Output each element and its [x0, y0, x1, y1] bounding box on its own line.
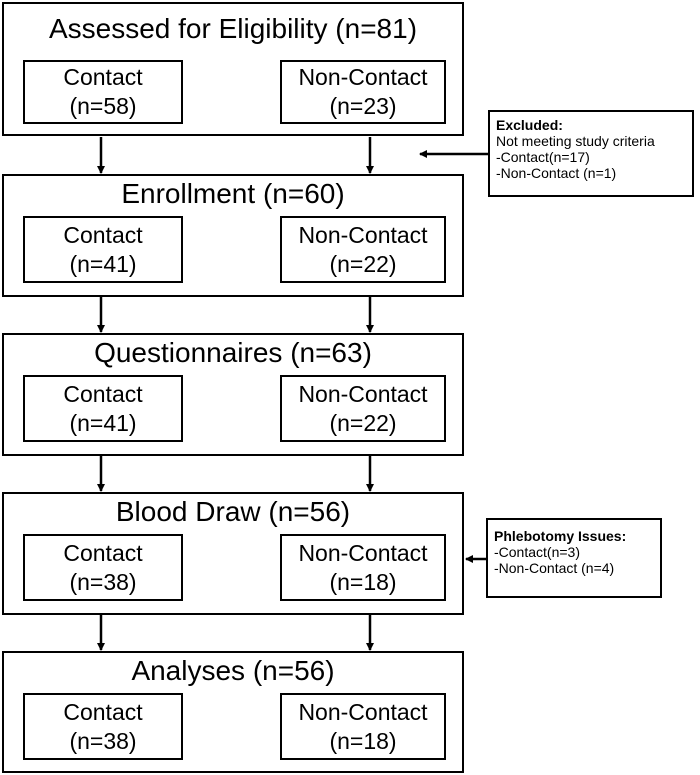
- stage-analyses-box: Analyses (n=56) Contact (n=38) Non-Conta…: [2, 651, 464, 773]
- group-count: (n=23): [329, 93, 397, 119]
- stage-assessed-box: Assessed for Eligibility (n=81) Contact …: [2, 2, 464, 136]
- group-count: (n=22): [329, 250, 397, 277]
- group-label: Contact: [63, 221, 143, 248]
- group-label: Non-Contact: [298, 539, 428, 566]
- stage-title: Blood Draw (n=56): [115, 496, 351, 527]
- non-contact-box: Non-Contact (n=22): [280, 216, 446, 283]
- phlebotomy-line: -Contact(n=3): [494, 544, 580, 560]
- excluded-box: Excluded: Not meeting study criteria -Co…: [488, 110, 694, 197]
- group-label: Contact: [63, 380, 143, 407]
- phlebotomy-box: Phlebotomy Issues: -Contact(n=3) -Non-Co…: [486, 518, 662, 598]
- group-count: (n=41): [69, 409, 137, 436]
- non-contact-box: Non-Contact (n=22): [280, 375, 446, 442]
- stage-title: Enrollment (n=60): [121, 178, 345, 209]
- group-label: Contact: [63, 64, 143, 90]
- contact-box: Contact (n=58): [23, 60, 183, 124]
- group-count: (n=38): [69, 727, 137, 754]
- phlebotomy-line: -Non-Contact (n=4): [494, 560, 615, 576]
- contact-box: Contact (n=38): [23, 534, 183, 601]
- group-count: (n=18): [329, 568, 397, 595]
- contact-box: Contact (n=41): [23, 375, 183, 442]
- group-count: (n=58): [69, 93, 137, 119]
- group-label: Contact: [63, 539, 143, 566]
- phlebotomy-header: Phlebotomy Issues:: [494, 528, 627, 544]
- contact-box: Contact (n=38): [23, 693, 183, 760]
- excluded-line: -Non-Contact (n=1): [496, 165, 617, 181]
- stage-title: Assessed for Eligibility (n=81): [48, 13, 418, 44]
- group-count: (n=38): [69, 568, 137, 595]
- stage-blood-draw-box: Blood Draw (n=56) Contact (n=38) Non-Con…: [2, 492, 464, 615]
- non-contact-box: Non-Contact (n=18): [280, 693, 446, 760]
- group-label: Non-Contact: [298, 698, 428, 725]
- stage-title: Analyses (n=56): [131, 655, 335, 686]
- non-contact-box: Non-Contact (n=23): [280, 60, 446, 124]
- stage-title: Questionnaires (n=63): [94, 337, 372, 368]
- group-label: Non-Contact: [298, 221, 428, 248]
- non-contact-box: Non-Contact (n=18): [280, 534, 446, 601]
- contact-box: Contact (n=41): [23, 216, 183, 283]
- group-label: Contact: [63, 698, 143, 725]
- group-count: (n=18): [329, 727, 397, 754]
- excluded-line: Not meeting study criteria: [496, 133, 655, 149]
- stage-enrollment-box: Enrollment (n=60) Contact (n=41) Non-Con…: [2, 174, 464, 297]
- excluded-header: Excluded:: [496, 117, 563, 133]
- excluded-line: -Contact(n=17): [496, 149, 590, 165]
- group-count: (n=22): [329, 409, 397, 436]
- stage-questionnaires-box: Questionnaires (n=63) Contact (n=41) Non…: [2, 333, 464, 456]
- group-label: Non-Contact: [298, 64, 428, 90]
- group-count: (n=41): [69, 250, 137, 277]
- group-label: Non-Contact: [298, 380, 428, 407]
